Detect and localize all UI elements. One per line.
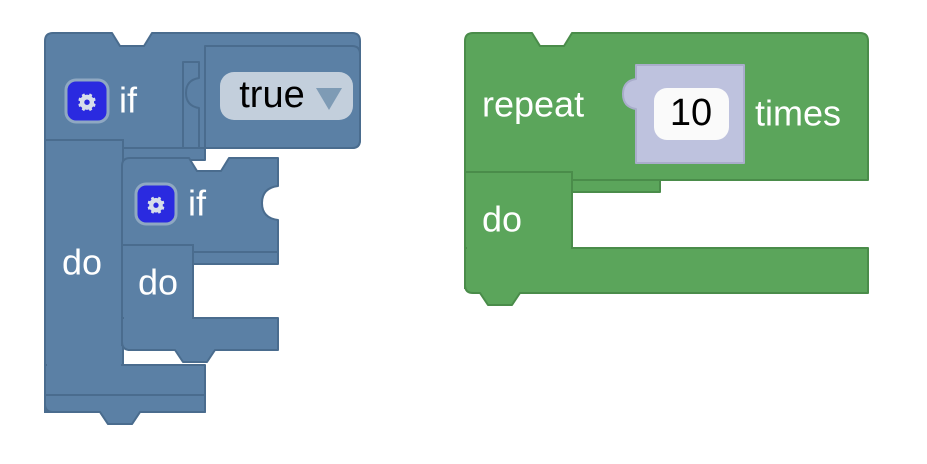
block-inner-if-statement-notch bbox=[192, 251, 279, 265]
block-controls-repeat[interactable]: repeat 10 times do bbox=[464, 32, 869, 306]
block-repeat-label: repeat bbox=[482, 84, 584, 125]
block-inner-if-label: if bbox=[188, 183, 207, 224]
gear-icon bbox=[78, 93, 96, 112]
block-repeat-bottom[interactable] bbox=[464, 247, 869, 306]
dropdown-field-true[interactable]: true bbox=[220, 72, 353, 120]
block-outer-if-bottom-left-corner bbox=[44, 394, 206, 425]
block-controls-if-outer[interactable]: if do true bbox=[44, 32, 361, 432]
block-repeat-do-label: do bbox=[482, 199, 522, 240]
dropdown-field-value: true bbox=[239, 74, 304, 116]
block-outer-if-condition-socket[interactable] bbox=[182, 61, 200, 149]
block-controls-if-inner[interactable]: if do bbox=[121, 157, 279, 363]
block-inner-do-label: do bbox=[138, 262, 178, 303]
block-repeat-merge-strip bbox=[467, 242, 571, 256]
gear-icon-inner bbox=[147, 196, 165, 214]
block-outer-do-label: do bbox=[62, 242, 102, 283]
mutator-gear-button-outer[interactable] bbox=[64, 78, 110, 124]
block-repeat-statement-notch bbox=[571, 179, 661, 193]
block-inner-if-bottom[interactable] bbox=[121, 317, 279, 363]
dropdown-field-background bbox=[220, 72, 353, 120]
block-math-number[interactable]: 10 bbox=[622, 64, 745, 164]
block-repeat-times-label: times bbox=[755, 93, 841, 134]
block-outer-if-merge-strip bbox=[47, 360, 121, 372]
block-outer-if-label: if bbox=[119, 80, 138, 121]
block-inner-if-merge-strip bbox=[124, 312, 192, 326]
number-field-background[interactable] bbox=[654, 88, 729, 140]
chevron-down-icon[interactable] bbox=[316, 88, 342, 110]
number-field-value: 10 bbox=[670, 92, 712, 134]
mutator-gear-button-inner[interactable] bbox=[134, 182, 178, 226]
